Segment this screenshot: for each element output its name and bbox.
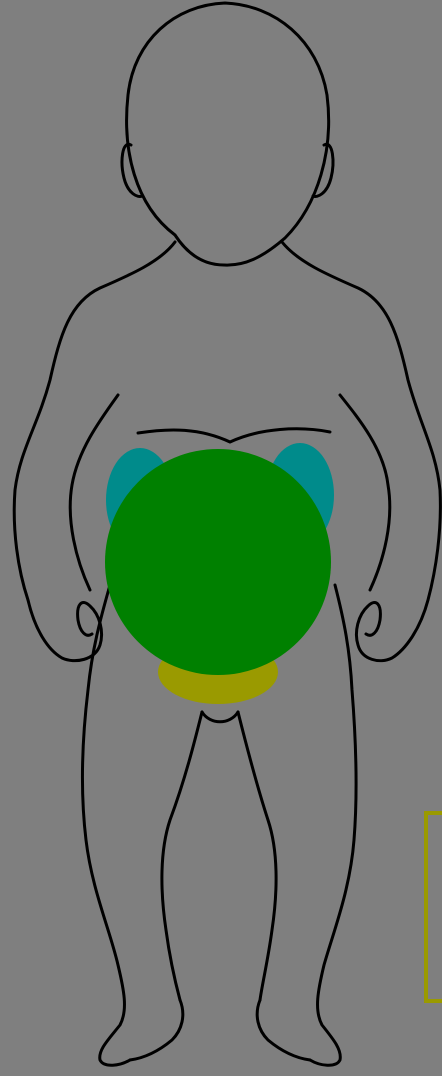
head-outline [127, 3, 329, 265]
leg-left-inner [162, 712, 202, 1000]
abdomen-region [105, 449, 331, 675]
marker-box [426, 813, 442, 1001]
arm-right-inner [340, 395, 390, 590]
waist-line [138, 429, 330, 442]
foot-left-outline [130, 1000, 183, 1060]
foot-right-outline [257, 1000, 310, 1060]
hip-right-outline [310, 585, 356, 1065]
leg-right-inner [238, 712, 276, 1000]
crotch-outline [202, 712, 238, 722]
